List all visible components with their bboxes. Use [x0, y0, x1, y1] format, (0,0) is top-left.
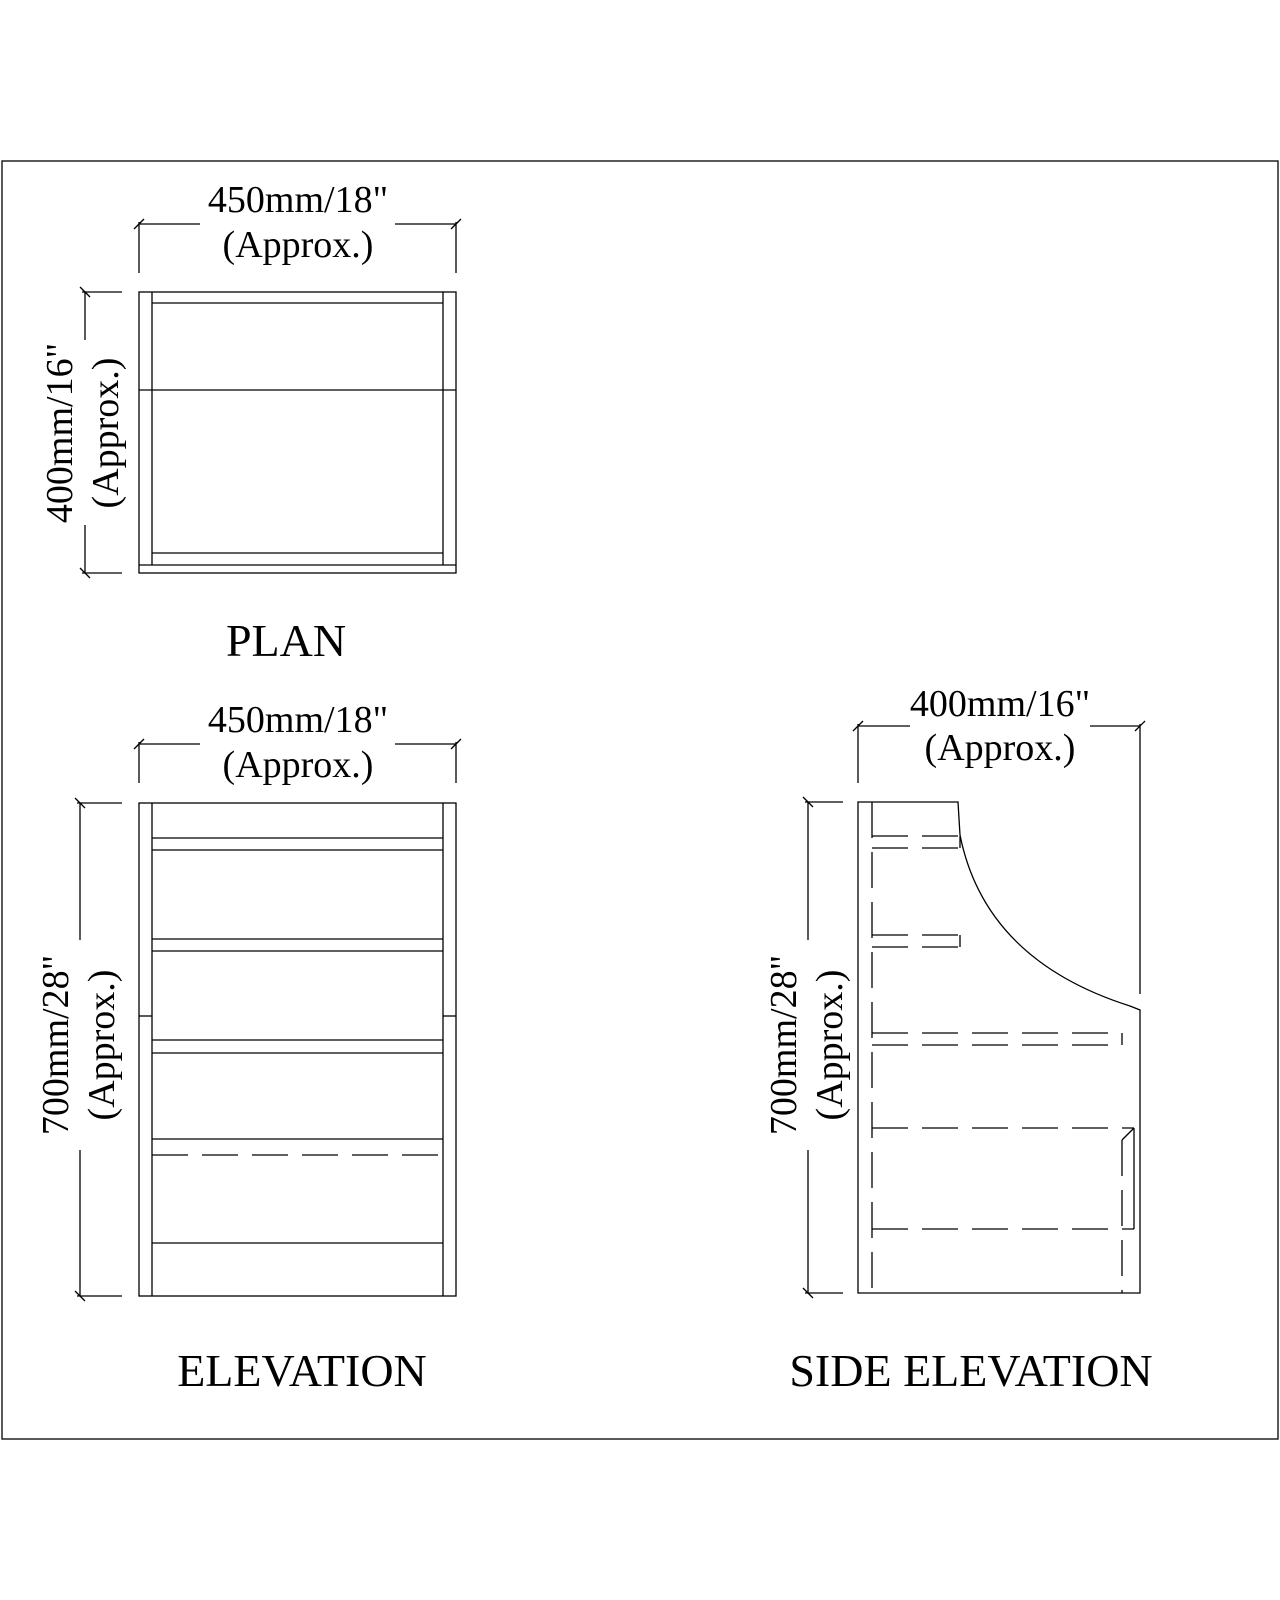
plan-depth-note: (Approx.) [85, 358, 127, 509]
plan-depth-dimension: 400mm/16" (Approx.) [39, 286, 127, 579]
side-elevation-view: 400mm/16" (Approx.) 700mm/28" (Approx.) … [763, 683, 1153, 1396]
side-elevation-height-note: (Approx.) [809, 970, 851, 1121]
plan-width-dimension: 450mm/18" (Approx.) [133, 179, 462, 273]
plan-view: 450mm/18" (Approx.) 400mm/16" (Approx.) … [39, 179, 462, 666]
elevation-width-note: (Approx.) [223, 744, 374, 786]
plan-width-label: 450mm/18" [208, 179, 388, 221]
side-elevation-depth-note: (Approx.) [925, 727, 1076, 769]
plan-depth-label: 400mm/16" [39, 343, 81, 523]
elevation-view: 450mm/18" (Approx.) 700mm/28" (Approx.) … [35, 699, 462, 1396]
elevation-width-label: 450mm/18" [208, 699, 388, 741]
elevation-height-dimension: 700mm/28" (Approx.) [35, 797, 123, 1302]
plan-width-note: (Approx.) [223, 224, 374, 266]
side-elevation-height-dimension: 700mm/28" (Approx.) [763, 796, 851, 1299]
side-elevation-depth-label: 400mm/16" [910, 683, 1090, 725]
plan-title: PLAN [226, 615, 346, 666]
side-elevation-height-label: 700mm/28" [763, 955, 805, 1135]
elevation-height-label: 700mm/28" [35, 955, 77, 1135]
elevation-drawing [138, 802, 457, 1297]
plan-drawing [138, 291, 457, 574]
elevation-height-note: (Approx.) [81, 970, 123, 1121]
side-elevation-title: SIDE ELEVATION [789, 1345, 1152, 1396]
side-elevation-depth-dimension: 400mm/16" (Approx.) [852, 683, 1146, 994]
elevation-width-dimension: 450mm/18" (Approx.) [133, 699, 462, 786]
sheet-border [1, 160, 1279, 1440]
elevation-title: ELEVATION [177, 1345, 427, 1396]
side-elevation-drawing [857, 801, 1141, 1294]
